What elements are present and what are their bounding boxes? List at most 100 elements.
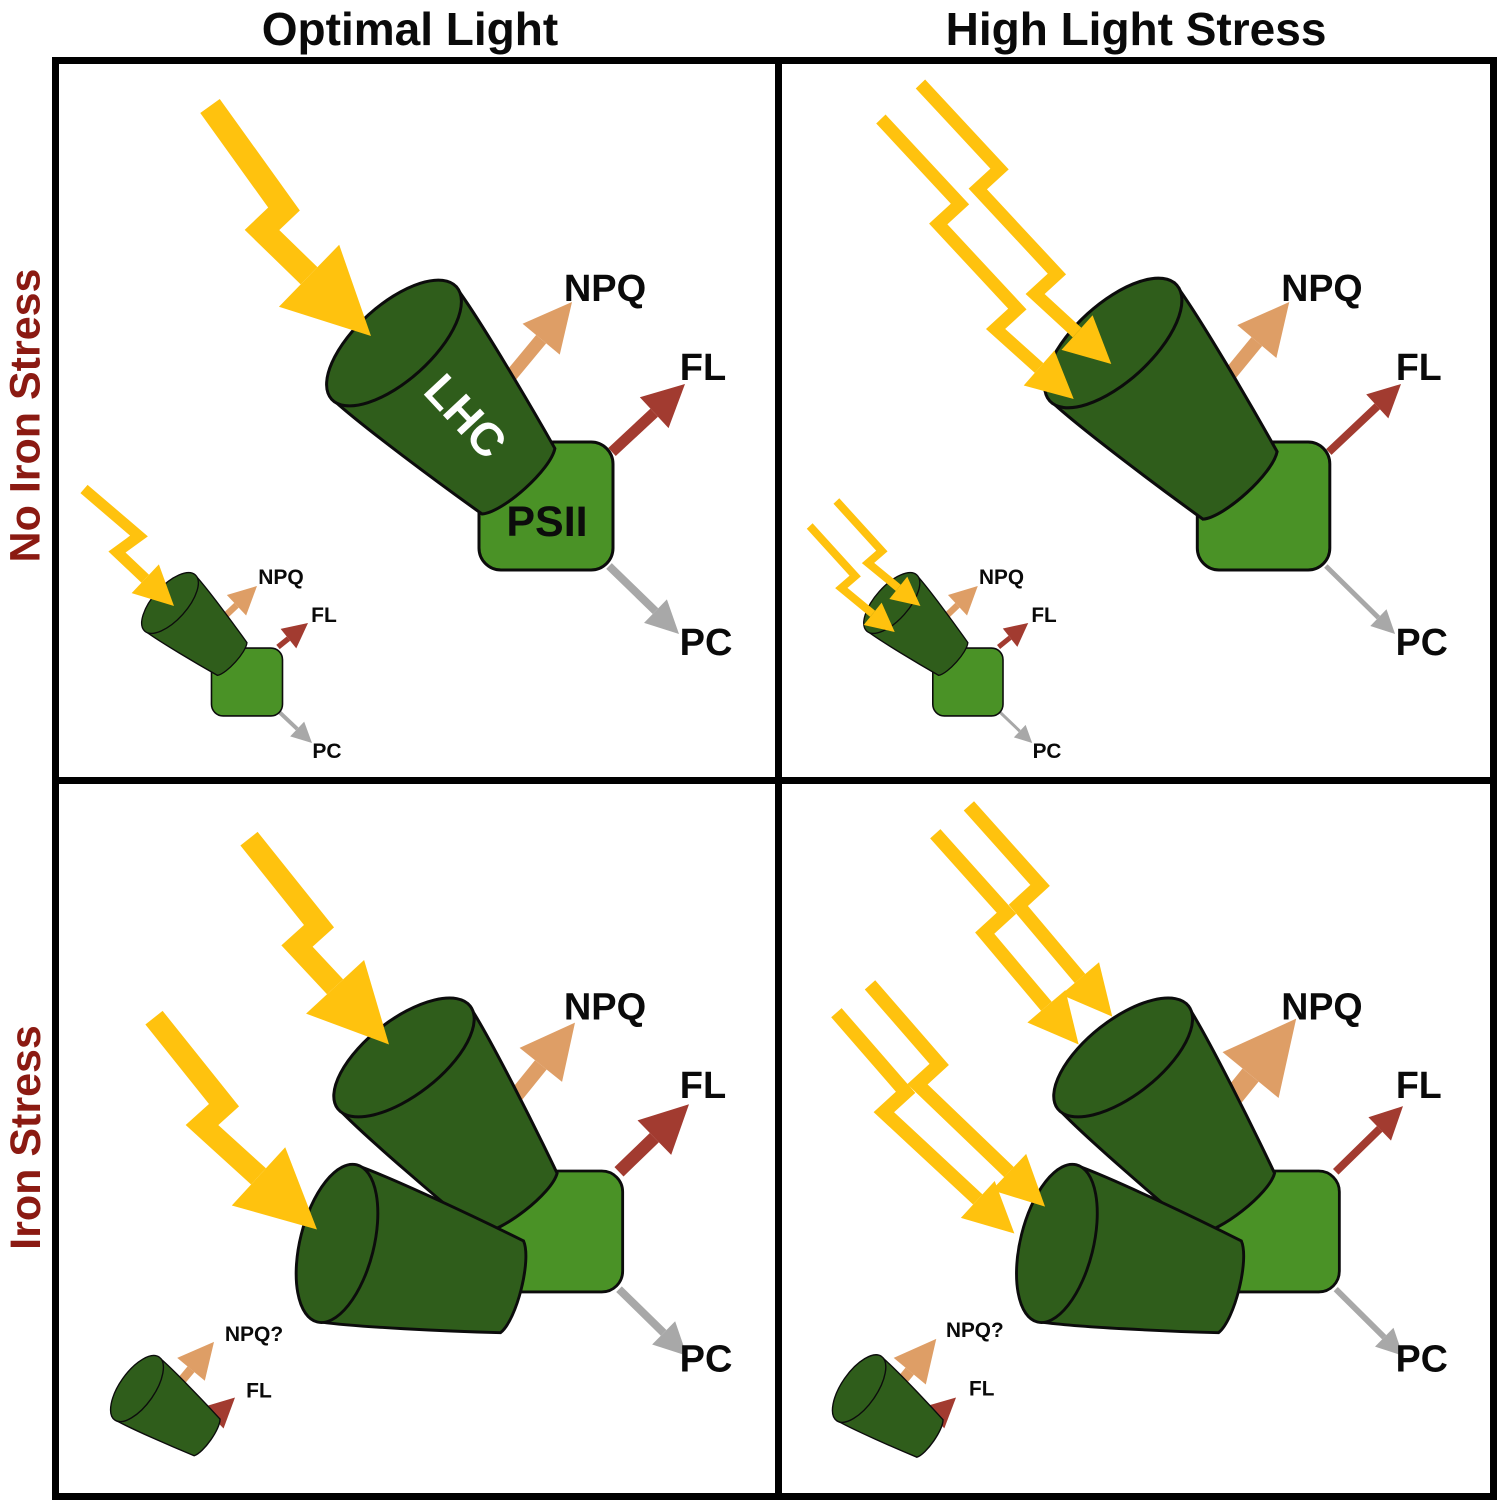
npq-label: NPQ <box>564 987 646 1029</box>
fl-arrow-small-head <box>203 1397 235 1429</box>
fl-label-small: FL <box>969 1377 995 1400</box>
quadrant-grid: LHC PSII NPQ FL PC NPQ FL PC <box>52 57 1497 1500</box>
light-bolt-icon-1b-head <box>1061 962 1113 1017</box>
light-bolt-icon-small <box>80 484 150 583</box>
fl-label-small: FL <box>311 604 337 627</box>
fl-label-small: FL <box>1031 604 1057 627</box>
pc-arrow <box>616 1286 667 1336</box>
light-bolt-icon-2a <box>831 1008 983 1205</box>
main-photosystem: NPQ FL PC <box>831 801 1448 1380</box>
pc-arrow-small-head <box>1013 724 1033 743</box>
npq-label-small: NPQ <box>979 566 1024 589</box>
pc-arrow <box>606 563 659 615</box>
pc-arrow-head <box>1375 1327 1403 1356</box>
pc-arrow-head <box>652 1321 687 1356</box>
fl-arrow-head <box>1368 1106 1403 1141</box>
npq-query-arrow-small-head <box>893 1338 937 1385</box>
npq-query-label-small: NPQ? <box>946 1319 1004 1342</box>
fl-arrow-small-head <box>280 623 308 649</box>
light-bolt-icon-2b <box>864 980 1014 1178</box>
pc-label: PC <box>1396 622 1448 664</box>
fl-arrow-small-head <box>924 1397 957 1429</box>
horizontal-divider <box>59 777 1490 784</box>
npq-label-small: NPQ <box>258 566 304 589</box>
quadrant-iron-high-light: NPQ FL PC NPQ? FL <box>821 801 1448 1474</box>
quadrant-iron-optimal: NPQ FL PC NPQ? FL <box>99 831 733 1473</box>
column-header-optimal-light: Optimal Light <box>52 0 768 57</box>
pc-label: PC <box>1396 1338 1448 1380</box>
pc-label-small: PC <box>1033 740 1062 763</box>
row-header-no-iron-stress-label: No Iron Stress <box>1 268 50 562</box>
light-bolt-icon-1-head <box>1023 350 1074 399</box>
fl-arrow <box>614 1133 659 1177</box>
column-header-high-light-stress: High Light Stress <box>775 0 1497 57</box>
quadrant-no-iron-high-light: NPQ FL PC NPQ FL PC <box>806 79 1448 763</box>
fl-arrow <box>608 408 658 457</box>
light-bolt-icon-head <box>278 244 371 336</box>
pc-label-small: PC <box>312 740 341 763</box>
row-header-iron-stress-label: Iron Stress <box>1 1024 50 1250</box>
light-bolt-icon-1a-head <box>1027 990 1079 1045</box>
light-bolt-icon-2b-head <box>991 1153 1046 1207</box>
small-photosystem: NPQ FL PC <box>806 498 1062 763</box>
npq-query-arrow-small-head <box>177 1341 214 1381</box>
light-bolt-icon-1b <box>963 801 1086 983</box>
light-bolt-icon-1-head <box>306 960 389 1045</box>
column-header-optimal-light-label: Optimal Light <box>261 2 559 55</box>
fl-arrow-small <box>997 635 1012 649</box>
psii-label: PSII <box>506 498 587 546</box>
light-bolt-icon-2 <box>915 79 1082 338</box>
fl-label: FL <box>1396 347 1442 389</box>
main-photosystem: NPQ FL PC <box>145 831 733 1381</box>
fl-arrow-head <box>639 384 685 429</box>
light-bolt-icon-small-2 <box>833 498 901 591</box>
pc-arrow-head <box>1370 609 1396 634</box>
row-header-iron-stress: Iron Stress <box>0 777 52 1497</box>
npq-arrow-small-head <box>226 586 257 616</box>
fl-arrow-small <box>276 636 291 650</box>
npq-query-label-small: NPQ? <box>225 1323 283 1346</box>
light-bolt-icon-small-1-head <box>863 602 895 632</box>
fl-label: FL <box>680 1065 726 1107</box>
npq-label: NPQ <box>564 268 646 310</box>
npq-arrow-small-head <box>947 586 978 616</box>
small-photosystem: NPQ? FL <box>821 1319 1004 1474</box>
light-bolt-icon-2-head <box>1061 315 1112 364</box>
fl-arrow-head <box>637 1104 689 1155</box>
pc-label: PC <box>680 622 733 664</box>
npq-arrow-head <box>1222 1018 1297 1098</box>
main-photosystem: NPQ FL PC <box>876 79 1448 664</box>
small-photosystem: NPQ? FL <box>99 1323 283 1473</box>
light-bolt-icon-1 <box>240 831 344 995</box>
pc-arrow-small-head <box>290 721 312 743</box>
npq-label: NPQ <box>1281 986 1362 1028</box>
main-photosystem: LHC PSII NPQ FL PC <box>200 98 733 664</box>
row-header-no-iron-stress: No Iron Stress <box>0 57 52 773</box>
npq-arrow-head <box>522 302 572 355</box>
small-photosystem: NPQ FL PC <box>80 484 342 763</box>
column-header-high-light-stress-label: High Light Stress <box>945 2 1327 55</box>
light-bolt-icon-small-2-head <box>889 576 921 606</box>
fl-label: FL <box>1396 1064 1442 1106</box>
npq-label: NPQ <box>1281 268 1362 310</box>
light-bolt-icon-small-head <box>131 564 174 606</box>
pc-label: PC <box>680 1339 733 1381</box>
pc-arrow <box>1324 564 1381 620</box>
pc-arrow <box>1333 1287 1387 1340</box>
light-bolt-icon-small-1 <box>806 523 876 617</box>
pc-arrow-head <box>644 599 679 634</box>
fl-label: FL <box>680 347 726 389</box>
fl-arrow-head <box>1366 384 1402 419</box>
light-bolt-icon-2 <box>145 1010 266 1185</box>
npq-arrow-head <box>519 1022 575 1082</box>
light-bolt-icon <box>200 98 318 285</box>
light-bolt-icon-1a <box>930 829 1052 1011</box>
light-bolt-icon-2a-head <box>960 1181 1015 1234</box>
fl-arrow-small-head <box>1002 623 1029 647</box>
fl-arrow <box>1326 403 1380 455</box>
fl-label-small: FL <box>246 1380 272 1403</box>
fl-arrow <box>1332 1126 1383 1175</box>
quadrant-no-iron-optimal: LHC PSII NPQ FL PC NPQ FL PC <box>80 98 733 763</box>
light-bolt-icon-1 <box>876 114 1044 373</box>
